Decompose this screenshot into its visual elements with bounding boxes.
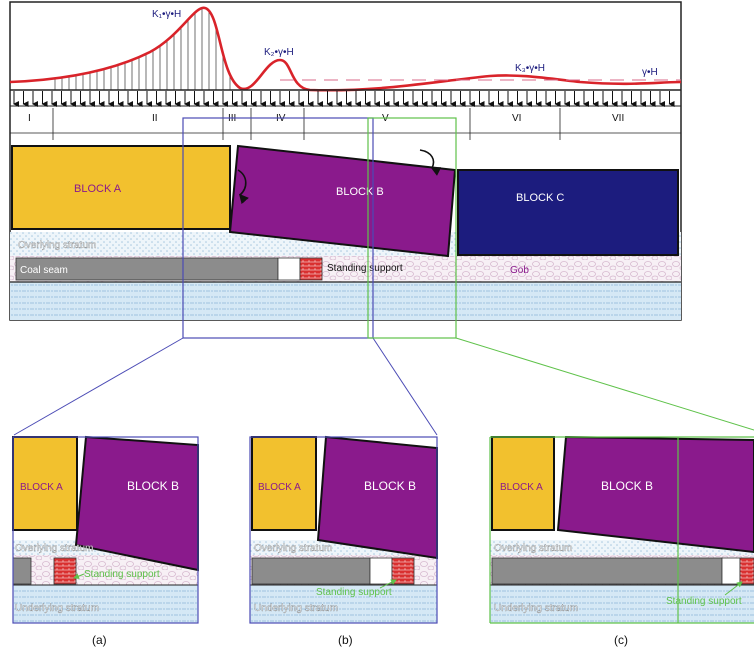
overlying-label: Overlying stratum	[18, 240, 96, 251]
detail-b-block-a	[251, 436, 317, 531]
support-label: Standing support	[327, 263, 403, 274]
detail-c-block-a-label: BLOCK A	[500, 482, 543, 493]
stress-verticals	[54, 8, 231, 90]
detail-b-block-b-label: BLOCK B	[364, 479, 416, 493]
detail-a-block-b-label: BLOCK B	[127, 479, 179, 493]
focus-window-green	[367, 117, 754, 431]
stress-curve	[9, 6, 682, 92]
detail-a-underlying-label: Underlying stratum	[15, 603, 99, 614]
standing-support	[299, 257, 323, 281]
zone-I: I	[28, 113, 31, 124]
detail-c-block-b-label: BLOCK B	[601, 479, 653, 493]
roadway	[277, 257, 301, 281]
rotation-arrow-2	[419, 149, 442, 176]
detail-c-underlying-label: Underlying stratum	[494, 603, 578, 614]
detail-c-overlying-label: Overlying stratum	[494, 543, 572, 554]
coal-seam-label: Coal seam	[20, 265, 68, 276]
block-a	[11, 145, 231, 230]
detail-b-block-b	[316, 435, 438, 560]
block-b-label: BLOCK B	[336, 186, 384, 198]
underlying-stratum	[10, 282, 681, 320]
detail-a-block-a-label: BLOCK A	[20, 482, 63, 493]
zone-VII: VII	[612, 113, 624, 124]
detail-b-support-label: Standing support	[316, 587, 392, 598]
detail-c-support	[739, 557, 754, 585]
label-gh: γ•H	[642, 67, 658, 78]
label-k2: K₂•γ•H	[264, 47, 294, 58]
detail-a-block-a	[12, 436, 78, 531]
gob-label: Gob	[510, 265, 529, 276]
detail-b-support	[391, 557, 415, 585]
detail-b-overlying-label: Overlying stratum	[254, 543, 332, 554]
zone-II: II	[152, 113, 158, 124]
detail-b-block-a-label: BLOCK A	[258, 482, 301, 493]
zone-VI: VI	[512, 113, 521, 124]
block-c-label: BLOCK C	[516, 192, 564, 204]
caption-a: (a)	[92, 633, 107, 647]
zone-ticks	[9, 108, 682, 140]
detail-b: BLOCK A BLOCK B Overlying stratum Standi…	[249, 435, 438, 624]
detail-c-support-label: Standing support	[666, 596, 742, 607]
caption-b: (b)	[338, 633, 353, 647]
focus-window-blue	[13, 117, 438, 436]
detail-a-support	[53, 557, 77, 585]
load-arrows	[13, 91, 675, 107]
caption-c: (c)	[614, 633, 628, 647]
detail-a: BLOCK A BLOCK B Overlying stratum Standi…	[12, 435, 199, 624]
block-b	[228, 144, 457, 258]
detail-b-underlying-label: Underlying stratum	[254, 603, 338, 614]
rotation-arrow-1	[237, 169, 249, 205]
block-c	[457, 169, 679, 256]
detail-c: BLOCK A BLOCK B Overlying stratum Standi…	[489, 435, 754, 624]
detail-c-block-b	[556, 435, 754, 554]
block-a-label: BLOCK A	[74, 183, 122, 195]
label-k3: K₃•γ•H	[515, 63, 545, 74]
detail-a-overlying-label: Overlying stratum	[15, 543, 93, 554]
label-k1: K₁•γ•H	[152, 9, 181, 20]
main-cross-section: BLOCK A BLOCK B BLOCK C Overlying stratu…	[10, 144, 681, 320]
detail-a-support-label: Standing support	[84, 569, 160, 580]
